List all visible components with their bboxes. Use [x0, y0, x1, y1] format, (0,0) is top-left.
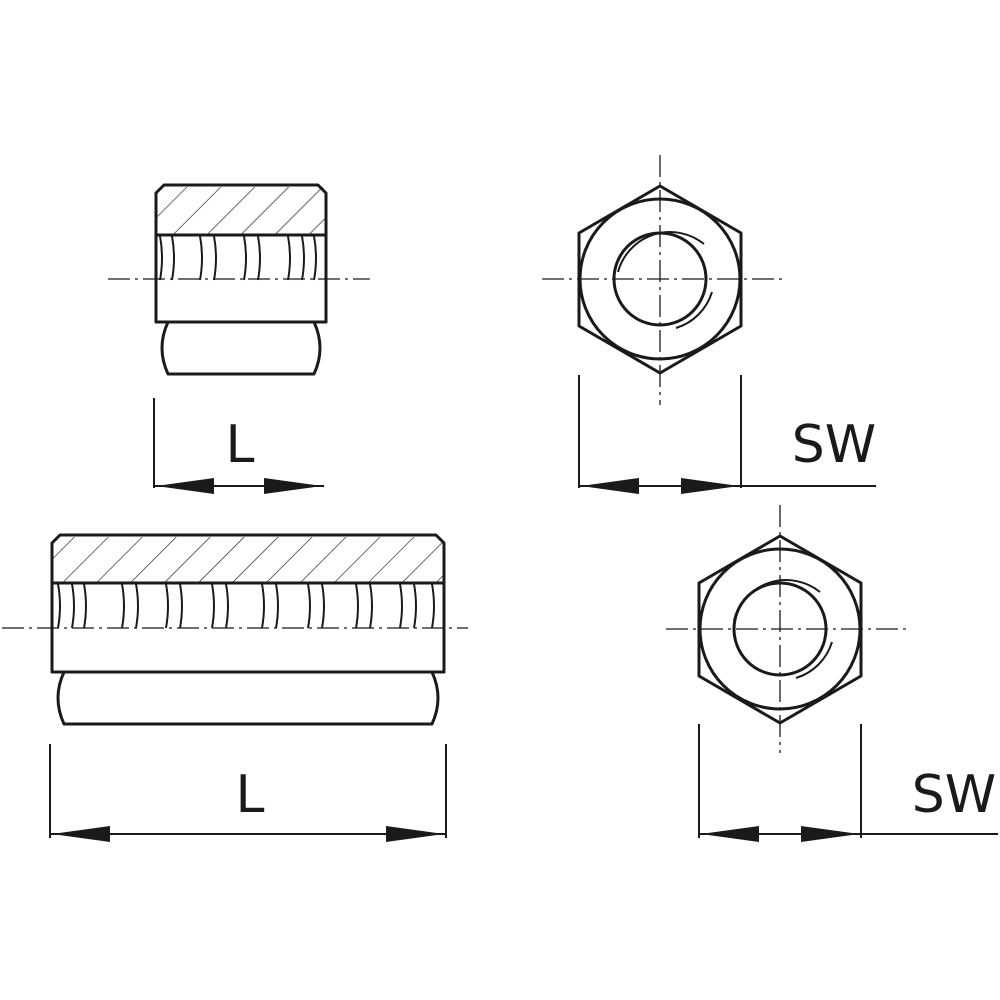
short-coupler-side-view	[108, 183, 370, 376]
short-width-label: SW	[792, 415, 876, 475]
long-coupler-side-view	[2, 533, 468, 726]
short-coupler-outline	[154, 183, 328, 324]
long-width-label: SW	[912, 765, 996, 825]
short-coupler-hex-flat	[160, 320, 322, 376]
short-length-dimension: L	[153, 398, 324, 494]
long-coupler-hex-flat	[56, 670, 440, 726]
short-coupler-hatching	[156, 187, 326, 235]
short-length-label: L	[226, 415, 255, 475]
short-thread-arc	[617, 231, 705, 273]
long-coupler-outline	[50, 533, 446, 674]
long-coupler-thread-teeth	[57, 583, 435, 629]
short-thread-arc-2	[675, 291, 713, 329]
long-thread-arc	[733, 579, 821, 621]
short-coupler-thread-teeth	[159, 235, 317, 281]
long-thread-arc-2	[795, 641, 833, 679]
long-width-dimension: SW	[698, 724, 998, 842]
short-width-dimension: SW	[578, 375, 876, 494]
short-coupler-end-view	[542, 155, 786, 405]
long-coupler-hatching	[52, 537, 444, 583]
long-coupler-end-view	[666, 505, 906, 753]
long-length-label: L	[236, 765, 265, 825]
long-length-dimension: L	[49, 744, 447, 842]
